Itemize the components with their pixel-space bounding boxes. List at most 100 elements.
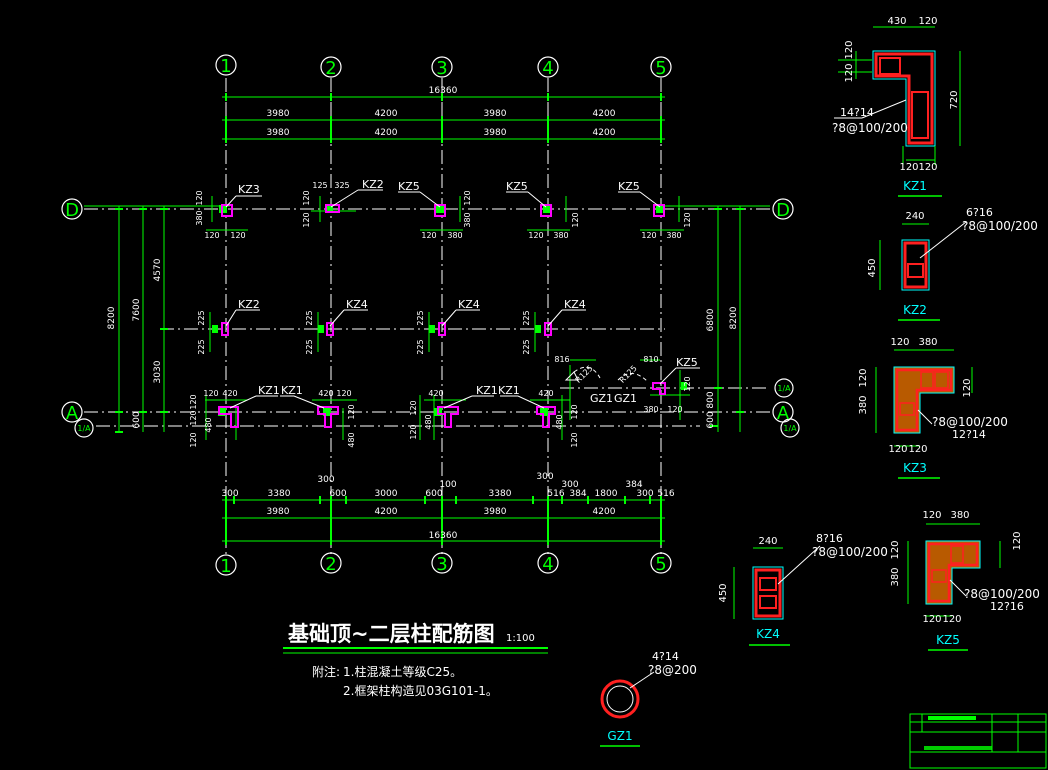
kz1-dim-120a: 120 [918, 16, 937, 27]
ra-12: 120 [409, 400, 418, 415]
kz5-dim-120e: 120 [942, 614, 961, 625]
label-kz4-3: KZ4 [458, 298, 480, 311]
title-block-table [909, 713, 1047, 769]
dim-top-r2-1: 3980 [267, 128, 290, 138]
axis-left-1a: 1/A [77, 424, 91, 433]
dim-bd-2: 600 [329, 489, 346, 499]
ra-15: 120 [570, 404, 579, 419]
rm-1: 225 [197, 339, 206, 354]
rm-5: 225 [416, 339, 425, 354]
dim-top-total: 16360 [429, 86, 458, 96]
kz5-dim-380: 380 [950, 510, 969, 521]
kz4-title: KZ4 [756, 627, 780, 641]
kz1-title: KZ1 [903, 179, 927, 193]
rm-4: 225 [416, 310, 425, 325]
kz4-stirrup: ?8@100/200 [812, 545, 888, 559]
column-labels: KZ3 KZ2 KZ5 KZ5 KZ5 KZ2 KZ4 KZ4 KZ4 KZ1 … [238, 178, 698, 405]
row-d-dims: 380 120 120 120 125 325 120 120 380 120 … [195, 181, 692, 240]
column-kz1-3 [437, 406, 459, 428]
axis-bottom-1: 1 [220, 556, 231, 577]
dim-bd-11: 516 [657, 489, 674, 499]
rd-16: 120 [641, 231, 656, 240]
axis-bottom-5: 5 [655, 554, 666, 575]
gz-816: 816 [554, 355, 569, 364]
label-kz5-a: KZ5 [676, 356, 698, 369]
label-kz1-3: KZ1 [476, 384, 498, 397]
axis-right-1a: 1/A [777, 384, 791, 393]
rm-2: 225 [305, 310, 314, 325]
axis-left-d: D [65, 200, 79, 221]
dim-left-3030: 3030 [153, 360, 163, 383]
ra-16: 120 [570, 432, 579, 447]
dim-left-7600: 7600 [132, 298, 142, 321]
ra-14: 480 [424, 414, 433, 429]
dim-right-6800: 6800 [706, 308, 716, 331]
kz5-dim-120c: 120 [1012, 531, 1023, 550]
gz-r125-b: R125 [618, 364, 639, 385]
axis-right-1a-lower: 1/A [783, 424, 797, 433]
kz3-dim-380b: 380 [858, 395, 869, 414]
ra-17: 480 [555, 414, 564, 429]
section-kz4: 240 450 8?16 ?8@100/200 KZ4 [718, 532, 888, 646]
label-kz4-2: KZ4 [346, 298, 368, 311]
column-kz5-5 [653, 204, 665, 217]
ra-11: 480 [347, 432, 356, 447]
column-kz2-d [325, 204, 340, 213]
rd-13: 120 [528, 231, 543, 240]
ra-8: 480 [204, 417, 213, 432]
gz-120a: 120 [683, 376, 692, 391]
gz-810: 810 [643, 355, 658, 364]
axis-right-a: A [777, 403, 790, 424]
kz5-dim-120b: 120 [890, 540, 901, 559]
label-kz2-d: KZ2 [362, 178, 384, 191]
column-kz5-3 [434, 204, 446, 217]
label-kz5-5: KZ5 [618, 180, 640, 193]
ra-13: 120 [409, 424, 418, 439]
kz3-dim-120b: 120 [858, 368, 869, 387]
rd-11: 380 [447, 231, 462, 240]
column-kz4-2 [326, 322, 334, 336]
kz3-dim-120e: 120 [908, 444, 927, 455]
rd-12: 120 [571, 212, 580, 227]
gz-r125-a: R125 [574, 364, 595, 385]
kz3-dim-120c: 120 [962, 378, 973, 397]
rd-6: 120 [302, 212, 311, 227]
drawing-scale: 1:100 [506, 633, 535, 644]
ra-10: 120 [347, 404, 356, 419]
gz-120b: 120 [667, 405, 682, 414]
label-kz2-mid: KZ2 [238, 298, 260, 311]
column-kz4-3 [438, 322, 446, 336]
axis-top-4: 4 [542, 58, 553, 79]
ra-4: 420 [428, 389, 443, 398]
dim-bottom-2: 4200 [375, 507, 398, 517]
axis-top-1: 1 [220, 56, 231, 77]
axis-top-5: 5 [655, 58, 666, 79]
dim-bd-6: 516 [547, 489, 564, 499]
rd-1: 120 [195, 190, 204, 205]
dim-top-r2-3: 3980 [484, 128, 507, 138]
section-kz3: 120 380 120 120 380 120 120 ?8@100/200 1… [858, 337, 1008, 479]
section-kz5: 120 380 120 120 380 120 120 ?8@100/200 1… [890, 510, 1040, 651]
gz-380: 380 [643, 405, 658, 414]
dimension-texts: 16360 3980 4200 3980 4200 3980 4200 3980… [221, 86, 674, 541]
kz3-dim-120a: 120 [890, 337, 909, 348]
dim-bdu-2: 300 [536, 472, 553, 482]
rd-3: 120 [230, 231, 245, 240]
rd-8: 380 [463, 212, 472, 227]
kz5-dim-120a: 120 [922, 510, 941, 521]
columns [218, 204, 666, 428]
kz4-rebar: 8?16 [816, 532, 843, 545]
dim-bd-5: 3380 [489, 489, 512, 499]
dim-top-4: 4200 [593, 109, 616, 119]
kz1-dim-120d: 120 [899, 162, 918, 173]
dim-bd-7: 384 [569, 489, 586, 499]
axis-left-a: A [66, 403, 79, 424]
kz4-dim-240: 240 [758, 536, 777, 547]
dim-bottom-total: 16360 [429, 531, 458, 541]
kz1-dim-120c: 120 [844, 63, 855, 82]
rd-7: 120 [302, 190, 311, 205]
kz1-dim-430: 430 [887, 16, 906, 27]
axis-bottom-3: 3 [436, 554, 447, 575]
kz2-rebar: 6?16 [966, 206, 993, 219]
